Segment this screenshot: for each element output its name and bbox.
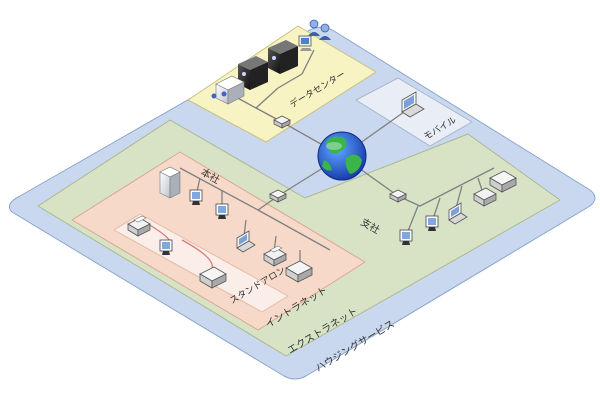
globe-icon [317, 131, 367, 181]
intranet-zone [71, 151, 366, 331]
desktop-computer-icon [189, 189, 203, 205]
server-icon [215, 75, 245, 105]
network-hub-icon [269, 189, 287, 203]
desktop-computer-icon [159, 239, 173, 255]
desktop-computer-icon [215, 203, 229, 219]
printer-icon [473, 187, 497, 207]
rack-server-icon [268, 40, 298, 74]
laptop-icon [448, 202, 468, 225]
printer-icon [127, 215, 151, 237]
printer-icon [285, 260, 313, 283]
printer-icon [199, 266, 227, 289]
server-icon [159, 166, 181, 199]
network-hub-icon [389, 189, 407, 203]
desktop-computer-icon [399, 229, 413, 245]
laptop-icon [401, 91, 425, 118]
laptop-icon [236, 230, 256, 253]
desktop-computer-icon [425, 215, 439, 231]
datacenter-zone [187, 25, 377, 143]
desktop-computer-icon [298, 35, 312, 51]
network-hub-icon [273, 115, 291, 129]
user-group-icon [308, 19, 331, 40]
server-icon [211, 93, 217, 99]
printer-icon [489, 170, 517, 193]
printer-icon [263, 245, 287, 267]
